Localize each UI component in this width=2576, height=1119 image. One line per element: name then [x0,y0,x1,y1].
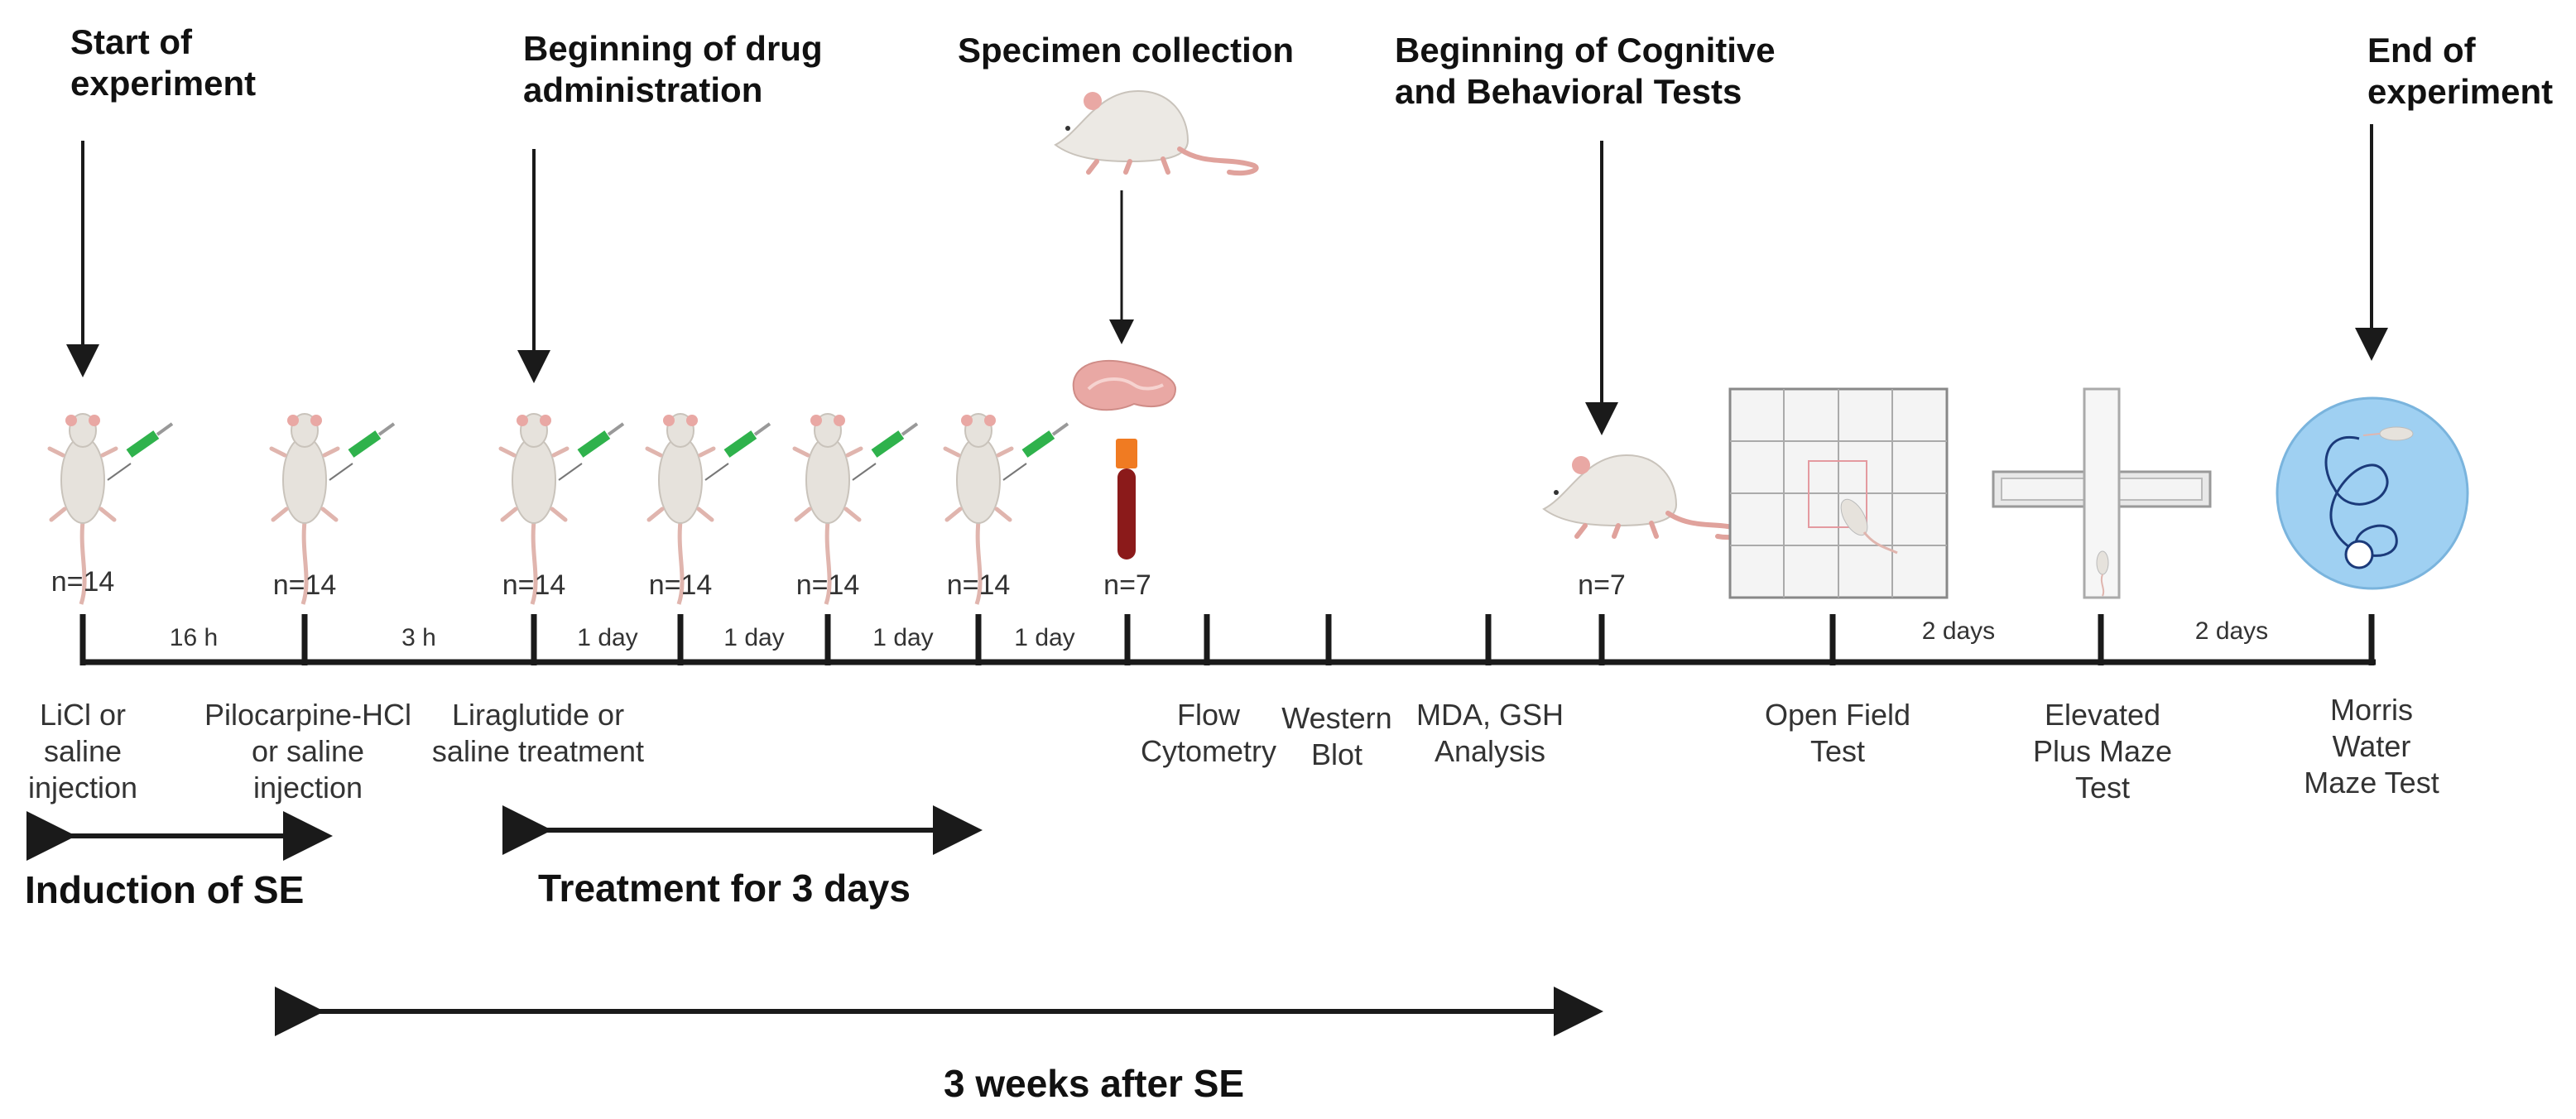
group-size-label: n=14 [946,569,1011,601]
mda-gsh-label: MDA, GSH Analysis [1415,698,1564,768]
group-size-label: n=14 [272,569,337,601]
interval-label: 1 day [1014,624,1075,651]
plus-maze-label: Elevated Plus Maze Test [2032,698,2173,804]
induction-span-label: Induction of SE [25,868,305,911]
interval-label: 1 day [577,624,638,651]
western-blot-label: Western Blot [1281,701,1392,771]
interval-label: 3 h [401,624,436,651]
liraglutide-treatment-label: Liraglutide or saline treatment [431,698,645,768]
interval-label: 1 day [723,624,785,651]
start-header: Start of experiment [70,22,257,103]
morris-water-maze-label: Morris Water Maze Test [2304,693,2439,800]
treatment-span-label: Treatment for 3 days [538,867,911,910]
rat-icon [1544,455,1745,537]
pilocarpine-injection-label: Pilocarpine-HCl or saline injection [204,698,412,804]
brain-icon [1072,359,1177,411]
group-size-label: n=14 [795,569,860,601]
open-field-icon [1728,387,1949,599]
group-size-label: n=7 [1103,569,1151,601]
plus-maze-icon [1992,387,2212,599]
drug-header: Beginning of drug administration [523,29,823,109]
cognitive-header: Beginning of Cognitive and Behavioral Te… [1395,31,1776,111]
interval-label: 16 h [169,624,219,651]
weeks-span-label: 3 weeks after SE [944,1062,1245,1105]
open-field-label: Open Field Test [1764,698,1911,768]
interval-label: 1 day [872,624,934,651]
interval-label: 2 days [2194,617,2269,645]
specimen-header: Specimen collection [957,31,1295,70]
interval-label: 2 days [1921,617,1996,645]
rat-icon [1055,91,1257,173]
blood-tube-icon [1116,439,1137,560]
group-size-label: n=14 [50,566,115,598]
group-size-label: n=14 [502,569,566,601]
flow-cytometry-label: Flow Cytometry [1140,698,1277,768]
group-size-label: n=14 [648,569,713,601]
water-maze-icon [2276,396,2469,590]
licl-injection-label: LiCl or saline injection [27,698,138,804]
end-header: End of experiment [2367,31,2554,111]
timeline-ticks [79,614,2375,665]
group-size-label: n=7 [1578,569,1626,601]
